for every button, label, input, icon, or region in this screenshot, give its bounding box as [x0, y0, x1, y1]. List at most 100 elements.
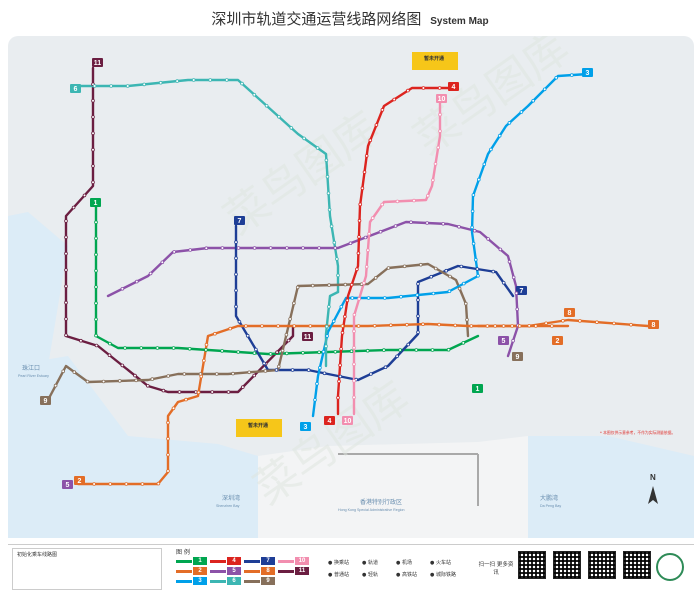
station-dot[interactable]: [118, 379, 122, 383]
station-dot[interactable]: [416, 314, 420, 318]
station-dot[interactable]: [374, 123, 379, 127]
station-dot[interactable]: [333, 349, 338, 354]
station-dot[interactable]: [448, 274, 452, 279]
station-dot[interactable]: [519, 110, 524, 114]
station-dot[interactable]: [158, 80, 163, 85]
station-dot[interactable]: [92, 84, 97, 88]
station-dot[interactable]: [252, 246, 257, 250]
station-dot[interactable]: [247, 370, 252, 375]
station-dot[interactable]: [123, 346, 127, 350]
line-badge-9[interactable]: 9: [512, 352, 523, 361]
station-dot[interactable]: [94, 317, 98, 322]
station-dot[interactable]: [202, 358, 206, 363]
station-dot[interactable]: [240, 81, 244, 86]
station-dot[interactable]: [280, 348, 285, 353]
station-dot[interactable]: [64, 219, 68, 223]
station-dot[interactable]: [301, 350, 305, 355]
station-dot[interactable]: [363, 235, 368, 240]
line-10[interactable]: [352, 96, 442, 416]
station-dot[interactable]: [415, 293, 420, 297]
station-dot[interactable]: [357, 218, 362, 223]
station-dot[interactable]: [531, 99, 535, 103]
station-dot[interactable]: [431, 178, 435, 183]
station-dot[interactable]: [357, 235, 361, 239]
station-dot[interactable]: [463, 301, 468, 306]
station-dot[interactable]: [204, 342, 209, 347]
station-dot[interactable]: [125, 84, 130, 88]
station-dot[interactable]: [290, 368, 295, 372]
station-dot[interactable]: [416, 298, 420, 302]
station-dot[interactable]: [436, 145, 441, 150]
station-dot[interactable]: [64, 300, 68, 305]
station-dot[interactable]: [350, 296, 355, 300]
line-badge-11[interactable]: 11: [92, 58, 103, 67]
station-dot[interactable]: [373, 276, 378, 280]
station-dot[interactable]: [134, 378, 138, 383]
station-dot[interactable]: [231, 371, 235, 376]
station-dot[interactable]: [398, 348, 402, 352]
station-dot[interactable]: [430, 348, 435, 352]
station-dot[interactable]: [370, 216, 375, 220]
station-dot[interactable]: [139, 346, 144, 350]
station-dot[interactable]: [72, 370, 77, 374]
station-dot[interactable]: [332, 240, 337, 245]
station-dot[interactable]: [382, 348, 386, 352]
station-dot[interactable]: [289, 126, 294, 130]
station-dot[interactable]: [514, 291, 519, 296]
station-dot[interactable]: [292, 324, 297, 328]
station-dot[interactable]: [326, 191, 331, 196]
station-dot[interactable]: [395, 354, 399, 359]
station-dot[interactable]: [470, 225, 474, 230]
station-dot[interactable]: [182, 372, 187, 376]
station-dot[interactable]: [286, 338, 291, 343]
station-dot[interactable]: [150, 377, 155, 381]
station-dot[interactable]: [64, 333, 68, 338]
station-dot[interactable]: [234, 240, 238, 244]
station-dot[interactable]: [343, 314, 347, 319]
station-dot[interactable]: [226, 390, 231, 394]
station-dot[interactable]: [362, 170, 367, 174]
station-dot[interactable]: [486, 237, 490, 241]
station-dot[interactable]: [386, 266, 391, 270]
station-dot[interactable]: [542, 87, 547, 92]
station-dot[interactable]: [446, 347, 451, 352]
station-dot[interactable]: [324, 344, 328, 349]
station-dot[interactable]: [142, 82, 147, 87]
station-dot[interactable]: [561, 318, 565, 323]
station-dot[interactable]: [94, 252, 98, 257]
station-dot[interactable]: [264, 104, 269, 108]
station-dot[interactable]: [340, 330, 345, 335]
station-dot[interactable]: [368, 138, 373, 142]
station-dot[interactable]: [275, 350, 279, 355]
station-dot[interactable]: [109, 84, 113, 88]
station-dot[interactable]: [412, 198, 416, 203]
station-dot[interactable]: [146, 383, 150, 388]
station-dot[interactable]: [337, 379, 341, 384]
station-dot[interactable]: [352, 362, 356, 367]
station-dot[interactable]: [511, 275, 516, 280]
station-dot[interactable]: [276, 324, 280, 328]
station-dot[interactable]: [101, 379, 106, 384]
station-dot[interactable]: [324, 324, 329, 329]
station-dot[interactable]: [343, 282, 348, 287]
station-dot[interactable]: [277, 115, 281, 119]
station-dot[interactable]: [228, 326, 233, 331]
station-dot[interactable]: [357, 297, 361, 301]
station-dot[interactable]: [171, 346, 176, 350]
station-dot[interactable]: [160, 260, 165, 265]
station-dot[interactable]: [544, 321, 548, 326]
station-dot[interactable]: [306, 368, 311, 372]
station-dot[interactable]: [409, 220, 413, 225]
station-dot[interactable]: [220, 246, 225, 250]
station-dot[interactable]: [475, 267, 480, 271]
station-dot[interactable]: [331, 319, 336, 324]
station-dot[interactable]: [308, 324, 313, 328]
station-dot[interactable]: [461, 281, 466, 286]
station-dot[interactable]: [315, 381, 319, 386]
station-dot[interactable]: [429, 274, 434, 279]
station-dot[interactable]: [94, 333, 98, 338]
station-dot[interactable]: [366, 248, 370, 253]
station-dot[interactable]: [339, 347, 343, 351]
station-dot[interactable]: [498, 247, 503, 252]
station-dot[interactable]: [327, 304, 331, 309]
